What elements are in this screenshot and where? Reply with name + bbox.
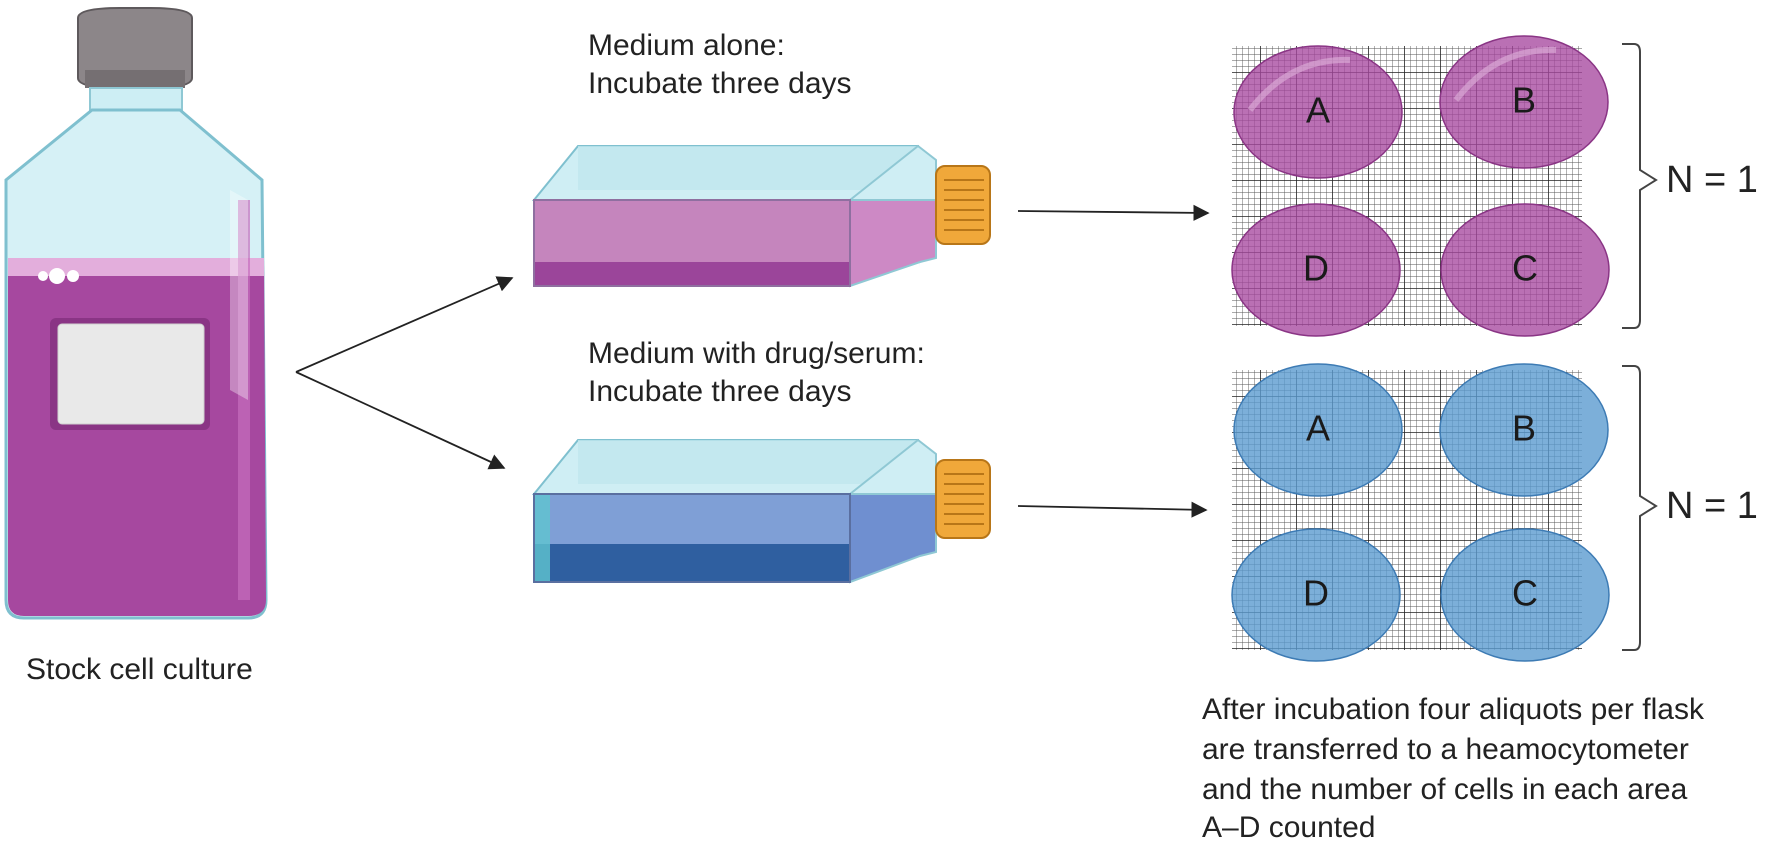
grid-top-label-c: C — [1512, 248, 1538, 289]
bubble-icon — [67, 270, 79, 282]
grid-top-label-a: A — [1306, 90, 1330, 131]
arrow-to-treated — [295, 371, 506, 470]
stock-label: Stock cell culture — [26, 653, 253, 686]
bracket-bottom — [1622, 365, 1658, 651]
area-c — [1440, 203, 1610, 337]
bracket-top — [1622, 43, 1658, 329]
grid-bottom-areas — [1231, 363, 1610, 662]
area-b — [1439, 363, 1609, 497]
area-a — [1233, 45, 1403, 179]
area-d — [1231, 203, 1401, 337]
arrow-to-grid-top — [1017, 204, 1210, 221]
grid-bottom-label-a: A — [1306, 408, 1330, 449]
haemocytometer-grid-top: A B D C — [1231, 35, 1610, 337]
treated-label-line1: Medium with drug/serum: — [588, 337, 925, 370]
n-label-bottom: N = 1 — [1666, 485, 1758, 527]
arrow-to-grid-bottom — [1017, 501, 1208, 518]
treated-label-line2: Incubate three days — [588, 375, 852, 408]
caption-line4: A–D counted — [1202, 811, 1376, 844]
bottle-label — [57, 323, 205, 425]
control-flask — [531, 144, 991, 288]
bottle-neck — [89, 87, 183, 111]
grid-top-label-d: D — [1303, 248, 1329, 289]
grid-bottom-label-b: B — [1512, 408, 1536, 449]
caption-line3: and the number of cells in each area — [1202, 773, 1688, 806]
grid-top-areas — [1231, 35, 1610, 337]
haemocytometer-grid-bottom: A B D C — [1231, 363, 1610, 662]
control-flask-cap — [935, 165, 991, 245]
grid-top-label-b: B — [1512, 80, 1536, 121]
bottle-medium — [8, 258, 266, 616]
control-label-line1: Medium alone: — [588, 29, 785, 62]
caption-line1: After incubation four aliquots per flask — [1202, 693, 1704, 726]
treated-flask-cap — [935, 459, 991, 539]
bubble-icon — [38, 271, 48, 281]
caption-line2: are transferred to a heamocytometer — [1202, 733, 1689, 766]
area-c — [1440, 528, 1610, 662]
stock-bottle — [4, 7, 268, 620]
control-label-line2: Incubate three days — [588, 67, 852, 100]
grid-bottom-label-c: C — [1512, 573, 1538, 614]
area-a — [1233, 363, 1403, 497]
area-b — [1439, 35, 1609, 169]
treated-flask — [531, 438, 991, 584]
bubble-icon — [49, 268, 65, 284]
area-d — [1231, 528, 1401, 662]
arrow-to-control — [295, 276, 514, 373]
n-label-top: N = 1 — [1666, 159, 1758, 201]
grid-bottom-label-d: D — [1303, 573, 1329, 614]
